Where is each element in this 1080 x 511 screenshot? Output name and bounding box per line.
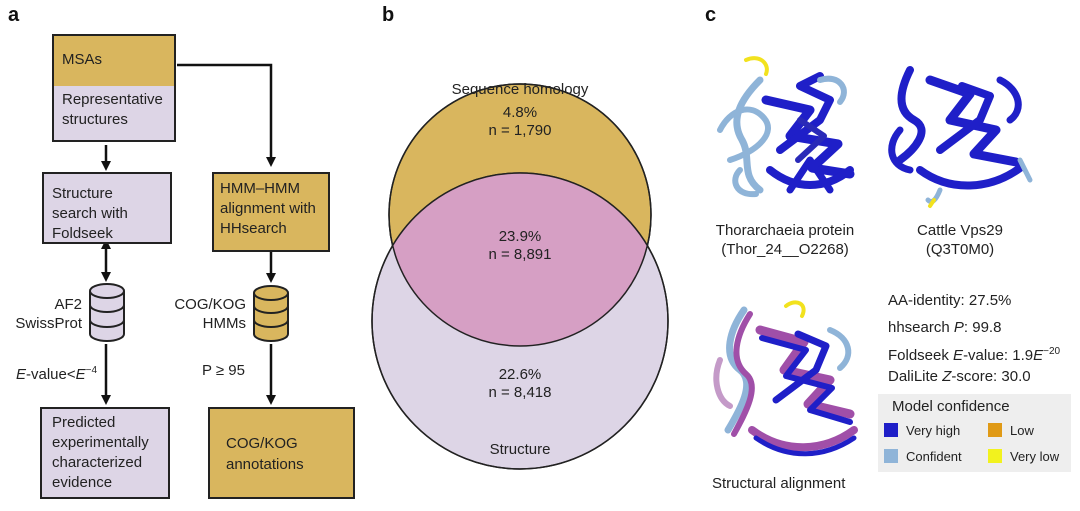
foldseek-mid: -value: 1.9: [963, 347, 1034, 364]
foldseek-base: E: [1033, 347, 1044, 364]
evalue-e: E: [16, 366, 27, 383]
foldseek-score: Foldseek E-value: 1.9E−20: [888, 342, 1060, 365]
cog-database-icon: [253, 285, 289, 342]
af2-db-label: AF2 SwissProt: [0, 295, 82, 333]
cog-db-label: COG/KOG HMMs: [160, 295, 246, 333]
msas-label: MSAs: [54, 36, 174, 86]
protein1-id: (Thor_24__O2268): [721, 241, 849, 258]
legend-label-very-high: Very high: [906, 423, 961, 438]
foldseek-prefix: Foldseek: [888, 347, 954, 364]
cog-kog-label: COG/KOG: [174, 296, 246, 313]
legend-swatch-low: [988, 423, 1002, 437]
legend-label-very-low: Very low: [1010, 449, 1060, 464]
hmm-alignment-box: HMM–HMM alignment with HHsearch: [212, 172, 330, 252]
panel-c-label: c: [705, 4, 717, 26]
model-confidence-legend: Model confidence Very high Low Confident…: [878, 394, 1071, 472]
protein2-id: (Q3T0M0): [925, 241, 995, 258]
venn-title-top: Sequence homology: [451, 81, 589, 98]
evalue-mid: -value<: [26, 366, 76, 383]
af2-label: AF2: [54, 296, 82, 313]
predicted-box: Predicted experimentally characterized e…: [40, 407, 170, 499]
protein1-name: Thorarchaeia protein: [715, 222, 855, 239]
cattle-vps29-structure-image: [888, 66, 1033, 208]
panel-a-arrows: [89, 63, 289, 405]
foldseek-exp: −20: [1043, 346, 1061, 357]
mid-pct: 23.9%: [498, 228, 542, 245]
protein2-name: Cattle Vps29: [917, 222, 1003, 239]
rep-structures-label: Representative structures: [54, 86, 174, 140]
overlap-region: [389, 173, 651, 346]
hhsearch-score: hhsearch P: 99.8: [888, 318, 1001, 337]
structural-alignment-image: [700, 290, 870, 470]
mid-n: n = 8,891: [488, 246, 552, 263]
p-threshold: P ≥ 95: [202, 362, 245, 379]
legend-label-confident: Confident: [906, 449, 962, 464]
arrow-msas-to-hmm: [177, 63, 276, 167]
bot-pct: 22.6%: [498, 366, 542, 383]
legend-title: Model confidence: [892, 398, 1010, 415]
protein2-caption: Cattle Vps29 (Q3T0M0): [890, 221, 1030, 259]
venn-title-bottom: Structure: [489, 441, 551, 458]
protein1-caption: Thorarchaeia protein (Thor_24__O2268): [700, 221, 870, 259]
top-n: n = 1,790: [488, 122, 552, 139]
thorarchaeia-structure-image: [717, 56, 855, 198]
structure-search-box: Structure search with Foldseek: [42, 172, 172, 244]
bot-n: n = 8,418: [488, 384, 552, 401]
af2-database-icon: [89, 283, 125, 342]
top-pct: 4.8%: [502, 104, 538, 121]
swissprot-label: SwissProt: [15, 315, 82, 332]
legend-swatch-very-low: [988, 449, 1002, 463]
panel-b-label: b: [382, 4, 395, 26]
evalue-base: E: [75, 366, 86, 383]
legend-swatch-very-high: [884, 423, 898, 437]
evalue-threshold: E-value<E−4: [16, 361, 97, 384]
dalilite-score: DaliLite Z-score: 30.0: [888, 367, 1031, 386]
dali-prefix: DaliLite: [888, 368, 943, 385]
dali-var: Z: [942, 368, 952, 385]
venn-bot-values: 22.6% n = 8,418: [460, 366, 580, 402]
hhsearch-var: P: [953, 319, 964, 336]
aa-identity: AA-identity: 27.5%: [888, 292, 1012, 309]
msas-rep-box: MSAs Representative structures: [52, 34, 176, 142]
legend-swatch-confident: [884, 449, 898, 463]
cog-annotations-box: COG/KOG annotations: [208, 407, 355, 499]
hmms-label: HMMs: [202, 315, 246, 332]
alignment-caption: Structural alignment: [712, 475, 846, 492]
hhsearch-value: : 99.8: [963, 319, 1002, 336]
foldseek-var: E: [953, 347, 964, 364]
dali-value: -score: 30.0: [951, 368, 1031, 385]
evalue-exp: −4: [85, 365, 98, 376]
venn-mid-values: 23.9% n = 8,891: [460, 228, 580, 264]
venn-top-values: 4.8% n = 1,790: [470, 104, 570, 140]
venn-diagram: [371, 83, 669, 470]
hhsearch-prefix: hhsearch: [888, 319, 954, 336]
panel-a-label: a: [8, 4, 20, 26]
legend-label-low: Low: [1010, 423, 1034, 438]
